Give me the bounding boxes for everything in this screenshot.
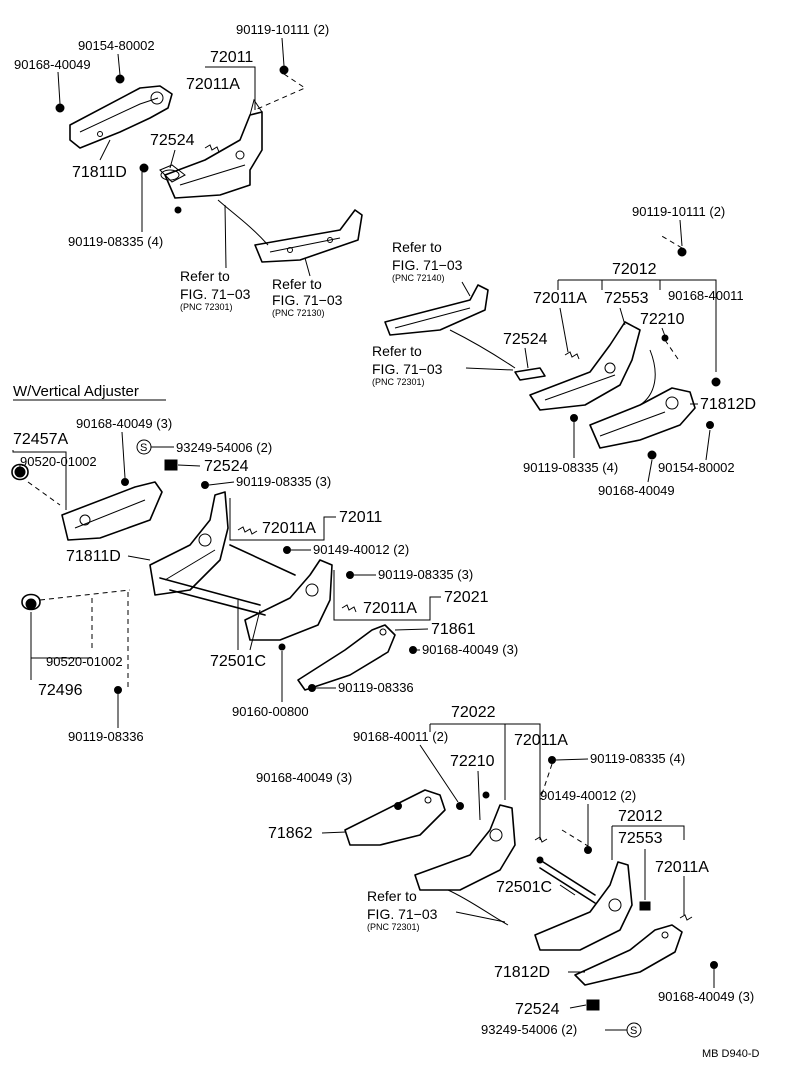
svg-text:FIG. 71−03: FIG. 71−03 [392, 257, 463, 273]
label-90520-01002-mid-left-a: 90520-01002 [20, 454, 97, 469]
svg-text:Refer to: Refer to [180, 268, 230, 284]
mid-left-assembly: W/Vertical Adjuster [11, 383, 518, 744]
seat-cushion-frame-drawing-right [384, 234, 721, 460]
label-90119-08336-mid-left-b: 90119-08336 [338, 680, 414, 695]
label-90168-40049-top-left: 90168-40049 [14, 57, 91, 72]
svg-text:S: S [140, 442, 147, 454]
label-90154-80002-top-right: 90154-80002 [658, 460, 735, 475]
label-90119-08335-top-left: 90119-08335 (4) [68, 234, 163, 249]
label-90168-40049-bottom-a: 90168-40049 (3) [256, 770, 352, 785]
svg-text:(PNC 72301): (PNC 72301) [180, 302, 233, 312]
s-mark-bottom: S [626, 1022, 642, 1038]
label-71861-mid-left: 71861 [431, 621, 476, 638]
label-72524-top-left: 72524 [150, 132, 195, 149]
label-72011A-mid-left-b: 72011A [363, 600, 417, 617]
label-90119-08335-bottom: 90119-08335 (4) [590, 751, 685, 766]
label-90168-40049-mid-left-b: 90168-40049 (3) [422, 642, 518, 657]
label-71811D-top-left: 71811D [72, 164, 127, 181]
svg-text:Refer to: Refer to [392, 239, 442, 255]
svg-text:Refer to: Refer to [272, 276, 322, 292]
refer-note-72130-top-left: Refer to FIG. 71−03 (PNC 72130) [272, 276, 343, 318]
label-90119-08335-top-right: 90119-08335 (4) [523, 460, 618, 475]
svg-text:Refer to: Refer to [372, 343, 422, 359]
label-90168-40049-mid-left: 90168-40049 (3) [76, 416, 172, 431]
label-90119-10111-top-right: 90119-10111 (2) [632, 204, 725, 219]
vertical-adjuster-drawing [11, 459, 417, 694]
svg-text:FIG. 71−03: FIG. 71−03 [272, 292, 343, 308]
label-71862-bottom: 71862 [268, 825, 313, 842]
label-90149-40012-mid-left: 90149-40012 (2) [313, 542, 409, 557]
label-72011-top-left: 72011 [210, 49, 253, 66]
label-71812D-bottom: 71812D [494, 964, 550, 981]
label-90119-08336-mid-left-a: 90119-08336 [68, 729, 144, 744]
label-72524-top-right: 72524 [503, 331, 548, 348]
label-90119-10111-top-left: 90119-10111 (2) [236, 22, 329, 37]
section-heading: W/Vertical Adjuster [13, 383, 139, 400]
svg-text:FIG. 71−03: FIG. 71−03 [372, 361, 443, 377]
vertical-adjuster-drawing-right [344, 756, 718, 1011]
svg-text:(PNC 72130): (PNC 72130) [272, 308, 325, 318]
label-90168-40011-top-right: 90168-40011 [668, 288, 744, 303]
label-72501C-mid-left: 72501C [210, 653, 266, 670]
label-72022-bottom: 72022 [451, 704, 496, 721]
label-71812D-top-right: 71812D [700, 396, 756, 413]
label-72011A-mid-left-a: 72011A [262, 520, 316, 537]
label-72011A-bottom-b: 72011A [655, 859, 709, 876]
label-72496-mid-left: 72496 [38, 682, 83, 699]
refer-note-72301-top-left: Refer to FIG. 71−03 (PNC 72301) [180, 268, 251, 312]
svg-text:FIG. 71−03: FIG. 71−03 [180, 286, 251, 302]
label-72012-top-right: 72012 [612, 261, 657, 278]
bottom-assembly: 72022 90168-40011 (2) 72011A 90119-08335… [256, 704, 754, 1038]
label-72524-bottom: 72524 [515, 1001, 560, 1018]
label-72210-bottom: 72210 [450, 753, 495, 770]
label-72210-top-right: 72210 [640, 311, 685, 328]
label-72011A-bottom-a: 72011A [514, 732, 568, 749]
label-90149-40012-bottom: 90149-40012 (2) [540, 788, 636, 803]
svg-text:(PNC 72301): (PNC 72301) [367, 922, 420, 932]
s-mark-mid-left: S [136, 439, 152, 455]
label-93249-54006-bottom: 93249-54006 (2) [481, 1022, 577, 1037]
label-71811D-mid-left: 71811D [66, 548, 121, 565]
label-72011A-top-left: 72011A [186, 76, 240, 93]
refer-note-72140-top-right: Refer to FIG. 71−03 (PNC 72140) [392, 239, 463, 283]
label-72012-bottom: 72012 [618, 808, 663, 825]
label-72011A-top-right: 72011A [533, 290, 587, 307]
refer-note-72301-bottom: Refer to FIG. 71−03 (PNC 72301) [367, 888, 438, 932]
label-90119-08335-mid-left-b: 90119-08335 (3) [378, 567, 473, 582]
label-90154-80002-top-left: 90154-80002 [78, 38, 155, 53]
label-93249-54006-mid-left: 93249-54006 (2) [176, 440, 272, 455]
svg-text:(PNC 72140): (PNC 72140) [392, 273, 445, 283]
label-90520-01002-mid-left-b: 90520-01002 [46, 654, 123, 669]
label-90119-08335-mid-left-a: 90119-08335 (3) [236, 474, 331, 489]
seat-cushion-frame-drawing-left [55, 65, 363, 263]
svg-text:FIG. 71−03: FIG. 71−03 [367, 906, 438, 922]
label-72457A-mid-left: 72457A [13, 431, 68, 448]
label-90168-40049-top-right: 90168-40049 [598, 483, 675, 498]
label-72501C-bottom: 72501C [496, 879, 552, 896]
top-left-assembly: 90119-10111 (2) 90154-80002 90168-40049 … [14, 22, 363, 318]
refer-note-72301-top-right: Refer to FIG. 71−03 (PNC 72301) [372, 343, 443, 387]
label-72524-mid-left: 72524 [204, 458, 249, 475]
label-72553-bottom: 72553 [618, 830, 663, 847]
label-72011-mid-left: 72011 [339, 509, 382, 526]
label-90160-00800-mid-left: 90160-00800 [232, 704, 309, 719]
label-90168-40011-bottom: 90168-40011 (2) [353, 729, 448, 744]
svg-text:S: S [630, 1025, 637, 1037]
label-90168-40049-bottom-b: 90168-40049 (3) [658, 989, 754, 1004]
label-72553-top-right: 72553 [604, 290, 649, 307]
top-right-assembly: 90119-10111 (2) 72012 72011A 72553 90168… [372, 204, 756, 498]
svg-text:Refer to: Refer to [367, 888, 417, 904]
label-72021-mid-left: 72021 [444, 589, 489, 606]
figure-code: MB D940-D [702, 1048, 760, 1060]
svg-text:(PNC 72301): (PNC 72301) [372, 377, 425, 387]
